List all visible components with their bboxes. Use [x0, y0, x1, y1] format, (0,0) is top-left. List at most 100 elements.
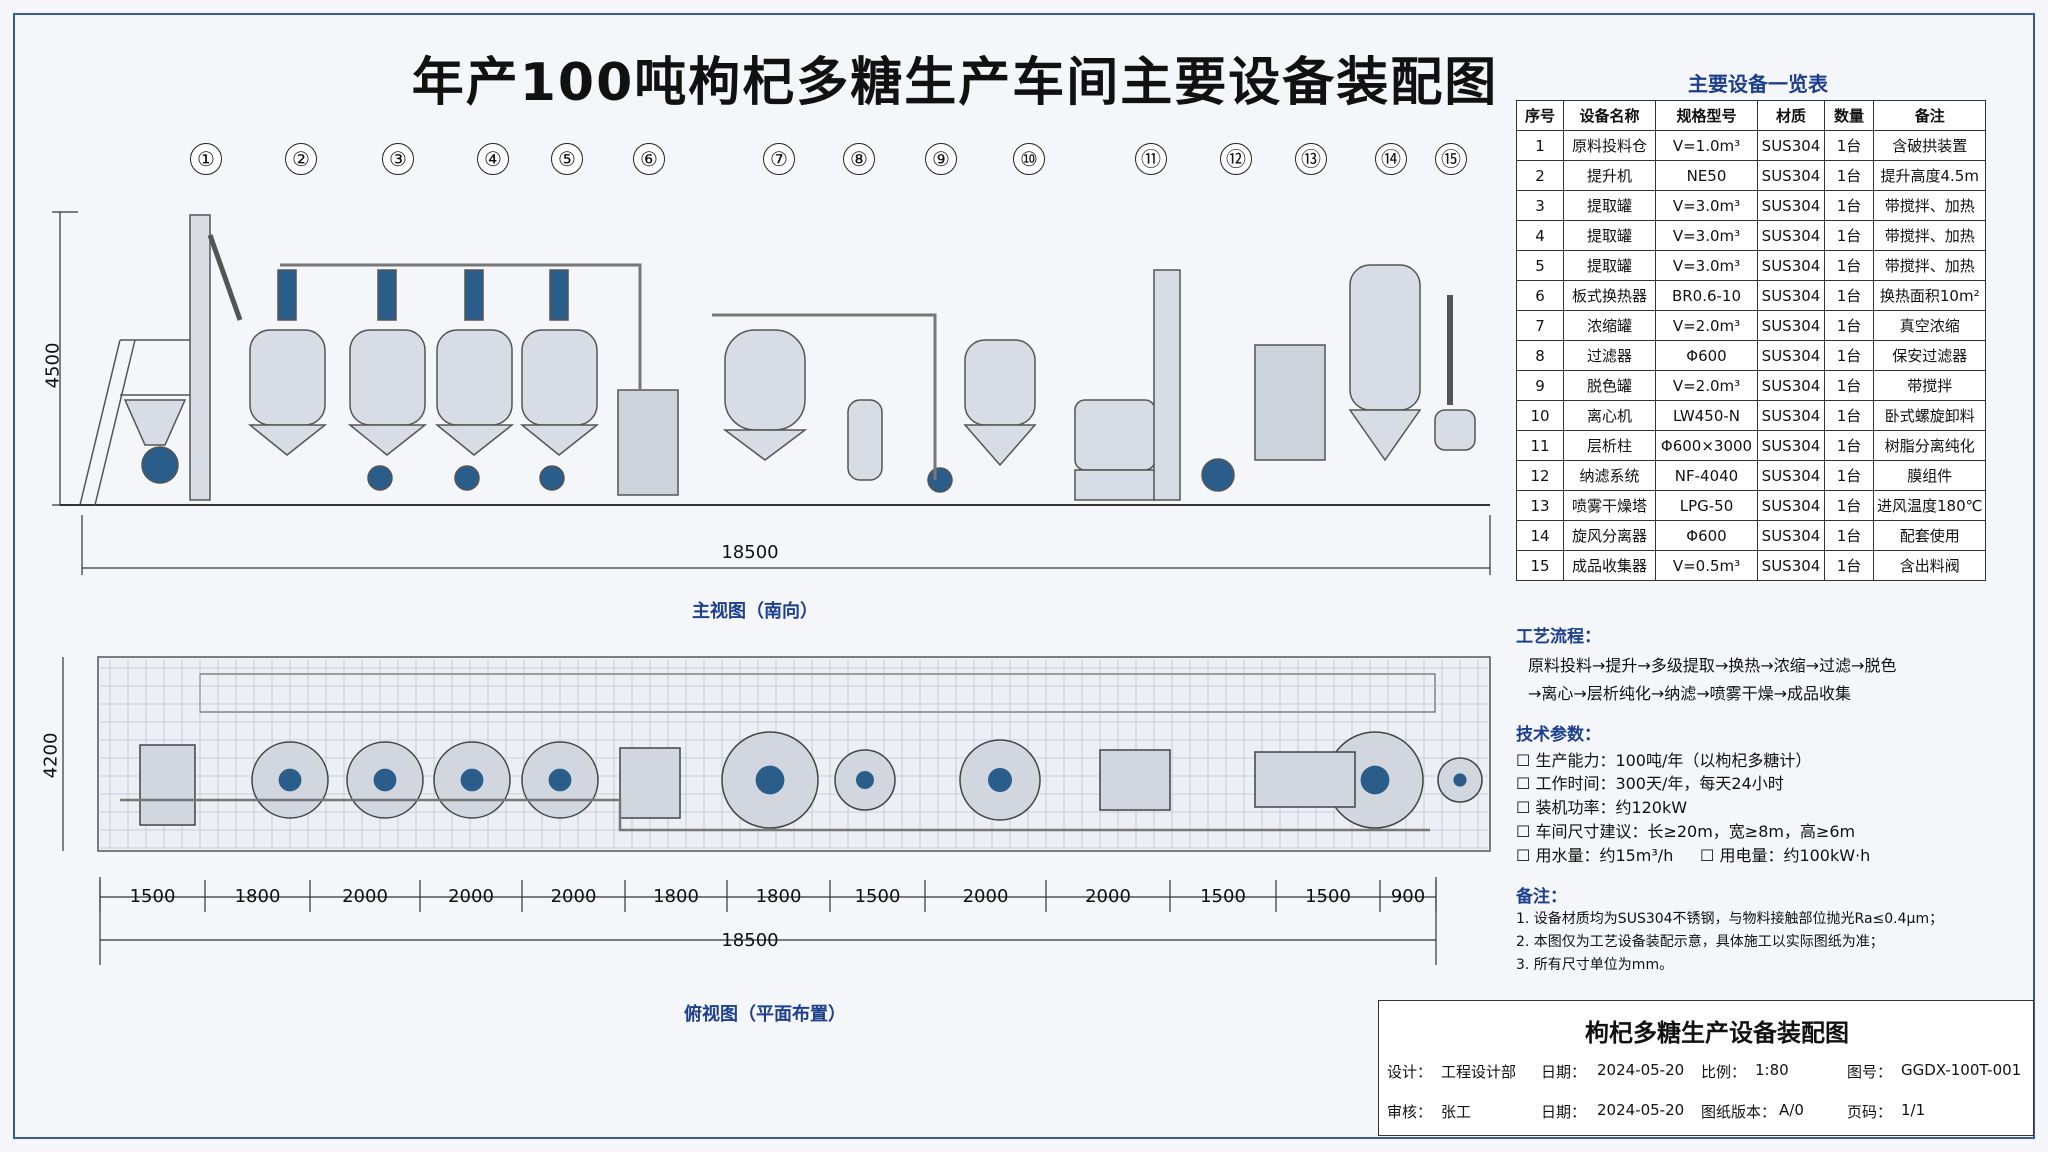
table-cell: 7: [1516, 310, 1564, 341]
callout-number: ⑮: [1435, 143, 1467, 175]
front-width-dim: 18500: [721, 542, 779, 563]
extraction-tank: [434, 269, 515, 491]
table-header-cell: 规格型号: [1655, 100, 1758, 131]
table-cell: 含出料阀: [1872, 550, 1987, 581]
table-cell: 10: [1516, 400, 1564, 431]
plan-segment-dim: 1500: [1200, 886, 1246, 907]
table-cell: 带搅拌、加热: [1872, 220, 1987, 251]
table-header-cell: 设备名称: [1563, 100, 1656, 131]
table-cell: NE50: [1655, 160, 1758, 191]
table-header-cell: 材质: [1757, 100, 1825, 131]
process-line-1: 原料投料→提升→多级提取→换热→浓缩→过滤→脱色: [1528, 656, 1897, 675]
plan-vessel: [1437, 757, 1483, 803]
table-header-row: 序号设备名称规格型号材质数量备注: [1516, 100, 1987, 131]
plan-vessel: [959, 739, 1041, 821]
scale-label: 比例：: [1701, 1063, 1747, 1081]
callout-number: ⑥: [633, 143, 665, 175]
plate-heat-exchanger: [617, 389, 679, 496]
table-cell: SUS304: [1757, 520, 1825, 551]
table-cell: 12: [1516, 460, 1564, 491]
page-title: 年产100吨枸杞多糖生产车间主要设备装配图: [411, 53, 1499, 113]
callout-number: ⑪: [1135, 143, 1167, 175]
table-cell: SUS304: [1757, 370, 1825, 401]
plan-segment-dim: 900: [1390, 886, 1426, 907]
drawing-no-value: GGDX-100T-001: [1901, 1061, 2022, 1079]
note-item: 2. 本图仅为工艺设备装配示意，具体施工以实际图纸为准；: [1516, 934, 1884, 950]
table-cell: 1: [1516, 130, 1564, 161]
table-cell: 1台: [1824, 280, 1874, 311]
tech-param-item: ☐ 装机功率：约120kW: [1516, 794, 1687, 818]
tech-param-item: ☐ 生产能力：100吨/年（以枸杞多糖计）: [1516, 747, 1811, 771]
front-height-dim: 4500: [42, 342, 64, 389]
table-cell: SUS304: [1757, 460, 1825, 491]
callout-number: ⑦: [763, 143, 795, 175]
notes-heading: 备注：: [1516, 887, 1567, 907]
concentrator-tank: [724, 329, 806, 431]
table-cell: 换热面积10m²: [1872, 280, 1987, 311]
table-cell: V=3.0m³: [1655, 220, 1758, 251]
table-cell: 提取罐: [1563, 250, 1656, 281]
plan-segment-dim: 2000: [1085, 886, 1131, 907]
table-header-cell: 备注: [1872, 100, 1987, 131]
review-label: 审核：: [1387, 1103, 1433, 1121]
table-cell: 1台: [1824, 340, 1874, 371]
table-cell: 6: [1516, 280, 1564, 311]
table-cell: Φ600×3000: [1655, 430, 1758, 461]
table-cell: 树脂分离纯化: [1872, 430, 1987, 461]
table-cell: SUS304: [1757, 430, 1825, 461]
table-cell: 8: [1516, 340, 1564, 371]
table-cell: 膜组件: [1872, 460, 1987, 491]
callout-number: ⑭: [1375, 143, 1407, 175]
tech-param-item: ☐ 用水量：约15m³/h: [1516, 842, 1673, 866]
version-value: A/0: [1779, 1101, 1804, 1119]
spray-dryer: [1349, 264, 1421, 411]
tech-param-item: ☐ 工作时间：300天/年，每天24小时: [1516, 770, 1784, 794]
review-value: 张工: [1441, 1103, 1472, 1121]
plan-height-dim: 4200: [40, 732, 62, 779]
tech-param-text: 装机功率：约120kW: [1535, 798, 1688, 817]
checkbox-icon: ☐: [1516, 751, 1536, 770]
plan-vessel: [721, 731, 819, 829]
table-cell: SUS304: [1757, 190, 1825, 221]
plan-segment-dim: 1800: [755, 886, 802, 907]
callout-number: ⑤: [551, 143, 583, 175]
table-cell: 过滤器: [1563, 340, 1656, 371]
process-line-2: →离心→层析纯化→纳滤→喷雾干燥→成品收集: [1528, 684, 1852, 703]
plan-segment-dim: 2000: [342, 886, 388, 907]
table-cell: 1台: [1824, 370, 1874, 401]
callout-number: ④: [477, 143, 509, 175]
table-cell: 4: [1516, 220, 1564, 251]
filter-vessel: [847, 399, 883, 481]
centrifuge-body: [1074, 399, 1156, 471]
table-cell: 1台: [1824, 520, 1874, 551]
callout-number: ⑬: [1295, 143, 1327, 175]
table-cell: SUS304: [1757, 310, 1825, 341]
tech-param-item: ☐ 用电量：约100kW·h: [1700, 842, 1870, 866]
plan-vessel: [433, 741, 511, 819]
tech-param-text: 用电量：约100kW·h: [1719, 846, 1871, 865]
plan-equipment: [139, 744, 196, 826]
table-cell: V=3.0m³: [1655, 250, 1758, 281]
version-label: 图纸版本：: [1701, 1103, 1777, 1121]
plan-segment-dim: 1500: [854, 886, 901, 907]
table-cell: SUS304: [1757, 280, 1825, 311]
plan-vessel: [834, 749, 896, 811]
page-value: 1/1: [1901, 1101, 1926, 1119]
table-header-cell: 数量: [1824, 100, 1874, 131]
date-value-2: 2024-05-20: [1597, 1101, 1685, 1119]
table-cell: 板式换热器: [1563, 280, 1656, 311]
front-view-graphics: [60, 214, 1490, 506]
front-view-caption: 主视图（南向）: [692, 601, 818, 622]
table-cell: 含破拱装置: [1872, 130, 1987, 161]
table-cell: SUS304: [1757, 340, 1825, 371]
date-value-1: 2024-05-20: [1597, 1061, 1685, 1079]
plan-equipment: [1099, 749, 1171, 811]
table-cell: SUS304: [1757, 160, 1825, 191]
tech-param-item: ☐ 车间尺寸建议：长≥20m，宽≥8m，高≥6m: [1516, 818, 1855, 842]
plan-segment-dim: 1500: [1305, 886, 1351, 907]
extraction-tank: [519, 269, 600, 491]
